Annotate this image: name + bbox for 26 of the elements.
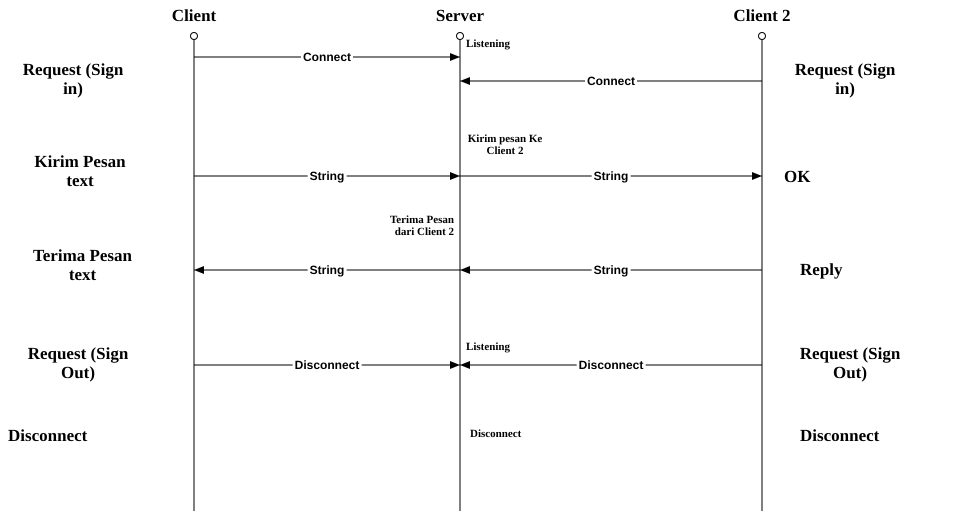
action-label: OK xyxy=(784,167,810,186)
action-label: Request (Sign in) xyxy=(22,60,124,98)
state-note: Listening xyxy=(466,38,510,50)
edge-label: Disconnect xyxy=(292,358,362,372)
edge-label: String xyxy=(592,169,630,183)
edge-label: Connect xyxy=(585,74,637,88)
action-label: Request (Sign Out) xyxy=(798,344,902,382)
lifeline-title: Client xyxy=(170,6,218,26)
edge-label: String xyxy=(592,263,630,277)
edge-label: String xyxy=(308,169,346,183)
edge-label: String xyxy=(308,263,346,277)
action-label: Disconnect xyxy=(800,426,880,445)
state-note: Kirim pesan Ke Client 2 xyxy=(466,133,544,157)
action-label: Request (Sign in) xyxy=(794,60,896,98)
state-note: Disconnect xyxy=(470,428,522,440)
state-note: Listening xyxy=(466,341,510,353)
action-label: Terima Pesan text xyxy=(32,246,133,284)
action-label: Reply xyxy=(800,260,842,279)
lifeline-title: Server xyxy=(434,6,486,26)
action-label: Kirim Pesan text xyxy=(33,152,127,190)
action-label: Request (Sign Out) xyxy=(26,344,130,382)
edge-label: Connect xyxy=(301,50,353,64)
edge-label: Disconnect xyxy=(576,358,646,372)
lifeline-title: Client 2 xyxy=(732,6,792,26)
action-label: Disconnect xyxy=(8,426,88,445)
state-note: Terima Pesan dari Client 2 xyxy=(388,214,454,238)
